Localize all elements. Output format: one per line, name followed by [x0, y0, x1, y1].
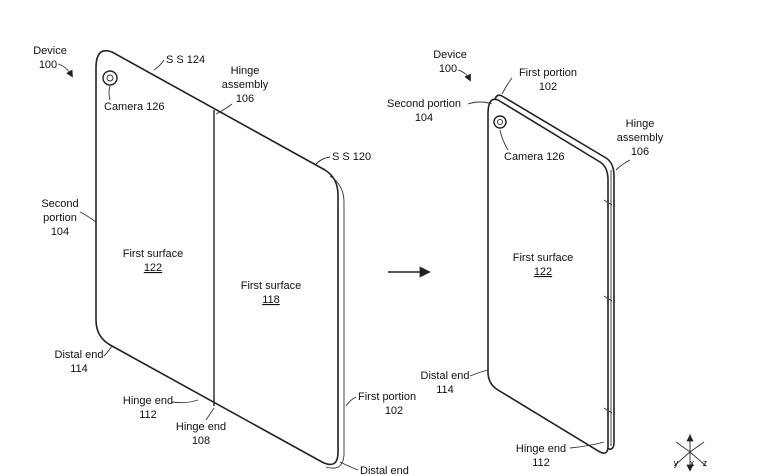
folded-hinge-label-line1: Hinge — [626, 118, 655, 130]
second-portion-label-line1: Second — [41, 198, 78, 210]
folded-hinge-label-line2: assembly — [617, 132, 664, 144]
folded-first-portion-ref: 102 — [539, 81, 557, 93]
camera-icon — [102, 70, 118, 86]
second-portion-leader — [79, 211, 97, 223]
hinge-end-108-label: Hinge end — [176, 421, 226, 433]
ss120-leader — [315, 156, 331, 165]
folded-hinge-end-ref: 112 — [532, 457, 550, 469]
axis-y-label: y — [674, 458, 679, 468]
second-portion-ref: 104 — [51, 226, 69, 238]
folded-camera-leader — [499, 129, 509, 151]
folded-first-surface-ref: 122 — [534, 266, 552, 278]
folded-second-portion-leader — [467, 101, 493, 105]
hinge-end-108-leader — [205, 407, 215, 421]
distal-end-label: Distal end — [55, 349, 104, 361]
folded-hinge-seg-3 — [603, 407, 613, 414]
first-portion-ref: 102 — [385, 405, 403, 417]
hinge-end-112-ref: 112 — [139, 409, 157, 421]
folded-device-ref: 100 — [439, 63, 457, 75]
folded-distal-end-label: Distal end — [421, 370, 470, 382]
folded-camera-label: Camera 126 — [504, 151, 565, 163]
axis-x-label: x — [690, 458, 695, 468]
hinge-end-112-label: Hinge end — [123, 395, 173, 407]
distal-end-bottom-leader — [339, 461, 359, 471]
folded-camera-icon — [493, 115, 507, 129]
folded-device-leader — [457, 69, 471, 82]
camera-leader — [108, 85, 111, 101]
folded-hinge-end-leader — [569, 441, 605, 449]
first-surface-122-label: First surface — [123, 248, 184, 260]
first-portion-label: First portion — [358, 391, 416, 403]
folded-hinge-seg-1 — [603, 199, 613, 206]
first-surface-118-label: First surface — [241, 280, 302, 292]
first-portion-leader — [345, 396, 357, 407]
hinge-assembly-ref: 106 — [236, 93, 254, 105]
folded-hinge-leader — [615, 159, 631, 171]
ss124-leader — [153, 59, 165, 71]
device-ref: 100 — [39, 59, 57, 71]
folded-device — [487, 94, 615, 454]
folded-first-portion-leader — [501, 77, 513, 95]
folded-hinge-end-label: Hinge end — [516, 443, 566, 455]
axis-indicator: x y z — [673, 434, 708, 472]
folded-distal-end-leader — [469, 369, 489, 377]
folded-second-portion-ref: 104 — [415, 112, 433, 124]
hinge-end-112-leader — [171, 399, 199, 404]
folded-distal-end-ref: 114 — [436, 384, 454, 396]
ss124-label: S S 124 — [166, 54, 205, 66]
device-label: Device — [33, 45, 67, 57]
distal-end-bottom-label: Distal end — [360, 465, 409, 475]
unfolded-device-edge — [325, 175, 345, 469]
axis-z-label: z — [703, 458, 708, 468]
hinge-assembly-label-line1: Hinge — [231, 65, 260, 77]
folded-first-surface-label: First surface — [513, 252, 574, 264]
unfolded-device — [95, 49, 345, 469]
camera-label: Camera 126 — [104, 101, 165, 113]
folded-front-panel — [487, 98, 609, 454]
first-surface-118-ref: 118 — [262, 294, 280, 306]
folded-hinge-seg-2 — [603, 295, 613, 302]
distal-end-leader — [103, 345, 113, 357]
folded-device-label: Device — [433, 49, 467, 61]
hinge-end-108-ref: 108 — [192, 435, 210, 447]
distal-end-ref: 114 — [70, 363, 88, 375]
folded-first-portion-label: First portion — [519, 67, 577, 79]
device-leader — [57, 63, 73, 78]
second-portion-label-line2: portion — [43, 212, 77, 224]
ss120-label: S S 120 — [332, 151, 371, 163]
folded-hinge-ref: 106 — [631, 146, 649, 158]
hinge-assembly-label-line2: assembly — [222, 79, 269, 91]
first-surface-122-ref: 122 — [144, 262, 162, 274]
hinge-assembly-leader — [215, 103, 233, 115]
unfolded-device-outline — [95, 49, 339, 466]
folded-second-portion-label: Second portion — [387, 98, 461, 110]
